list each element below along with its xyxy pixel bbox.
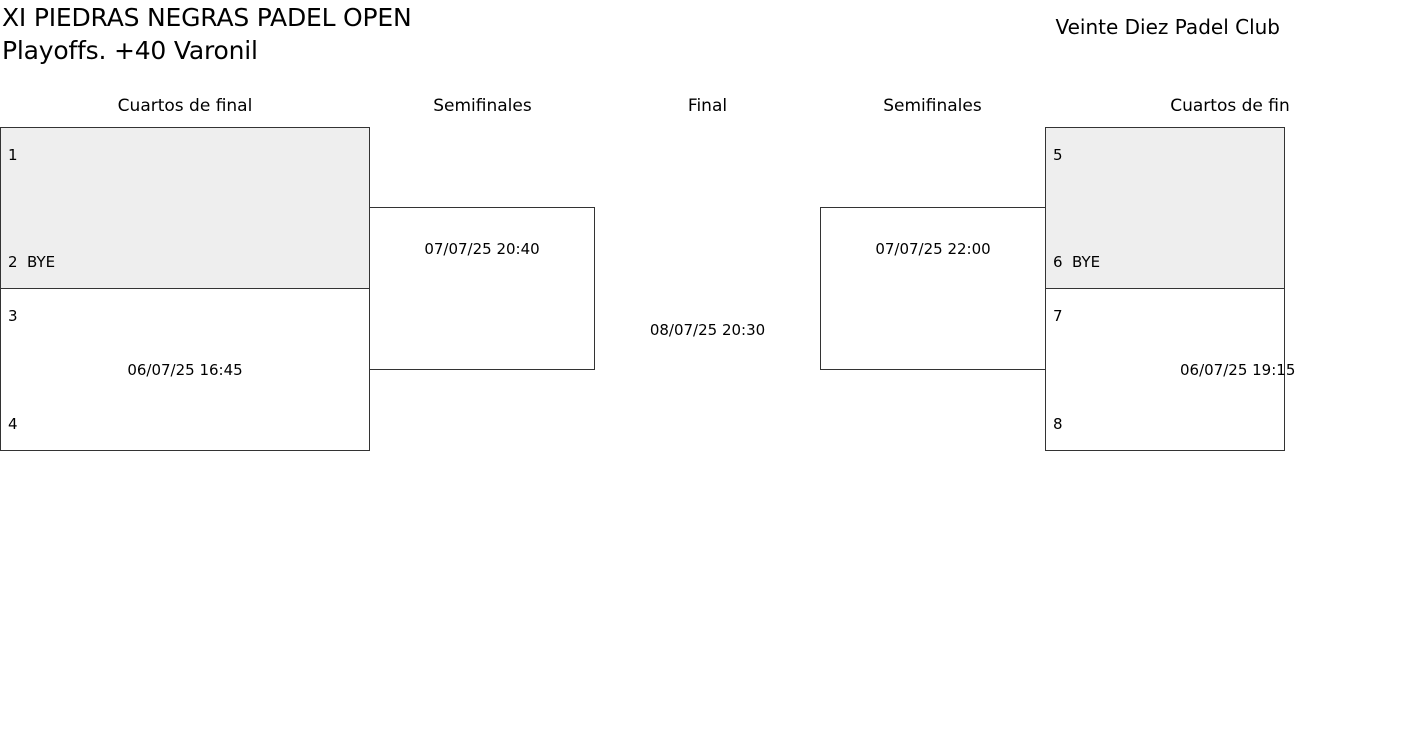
round-heading-right-semifinals: Semifinales — [883, 96, 982, 116]
seed-number: 1 — [8, 146, 18, 164]
round-heading-left-semifinals: Semifinales — [433, 96, 532, 116]
club-name: Veinte Diez Padel Club — [1055, 15, 1280, 39]
seed-number: 8 — [1053, 415, 1063, 433]
seed-number: 4 — [8, 415, 18, 433]
team-slot: 5 — [1053, 146, 1072, 164]
final-datetime: 08/07/25 20:30 — [649, 321, 766, 339]
seed-number: 5 — [1053, 146, 1063, 164]
round-heading-right-quarterfinals: Cuartos de fin — [1170, 96, 1290, 116]
seed-number: 3 — [8, 307, 18, 325]
match-box-qf4[interactable]: 7 06/07/25 19:15 8 — [1045, 288, 1295, 451]
team-slot: 1 — [8, 146, 27, 164]
team-name: BYE — [27, 253, 56, 271]
team-slot: 8 — [1053, 415, 1072, 433]
match-datetime: 06/07/25 19:15 — [1180, 361, 1296, 379]
tournament-title: XI PIEDRAS NEGRAS PADEL OPEN — [2, 3, 412, 32]
match-datetime: 07/07/25 22:00 — [875, 240, 991, 258]
seed-number: 2 — [8, 253, 18, 271]
round-heading-final: Final — [687, 96, 728, 116]
team-slot: 3 — [8, 307, 27, 325]
match-box-sf2[interactable]: 07/07/25 22:00 — [820, 207, 1046, 370]
team-slot: 2 BYE — [8, 253, 55, 271]
match-datetime: 07/07/25 20:40 — [424, 240, 540, 258]
team-slot: 7 — [1053, 307, 1072, 325]
team-name: BYE — [1072, 253, 1101, 271]
team-slot: 4 — [8, 415, 27, 433]
round-heading-left-quarterfinals: Cuartos de final — [117, 96, 253, 116]
match-box-sf1[interactable]: 07/07/25 20:40 — [369, 207, 595, 370]
match-datetime: 06/07/25 16:45 — [127, 361, 243, 379]
match-box-qf1[interactable]: 1 2 BYE — [0, 127, 370, 289]
bracket-category: Playoffs. +40 Varonil — [2, 36, 258, 65]
match-box-qf2[interactable]: 3 06/07/25 16:45 4 — [0, 288, 370, 451]
team-slot: 6 BYE — [1053, 253, 1100, 271]
seed-number: 6 — [1053, 253, 1063, 271]
seed-number: 7 — [1053, 307, 1063, 325]
match-box-qf3[interactable]: 5 6 BYE — [1045, 127, 1285, 289]
